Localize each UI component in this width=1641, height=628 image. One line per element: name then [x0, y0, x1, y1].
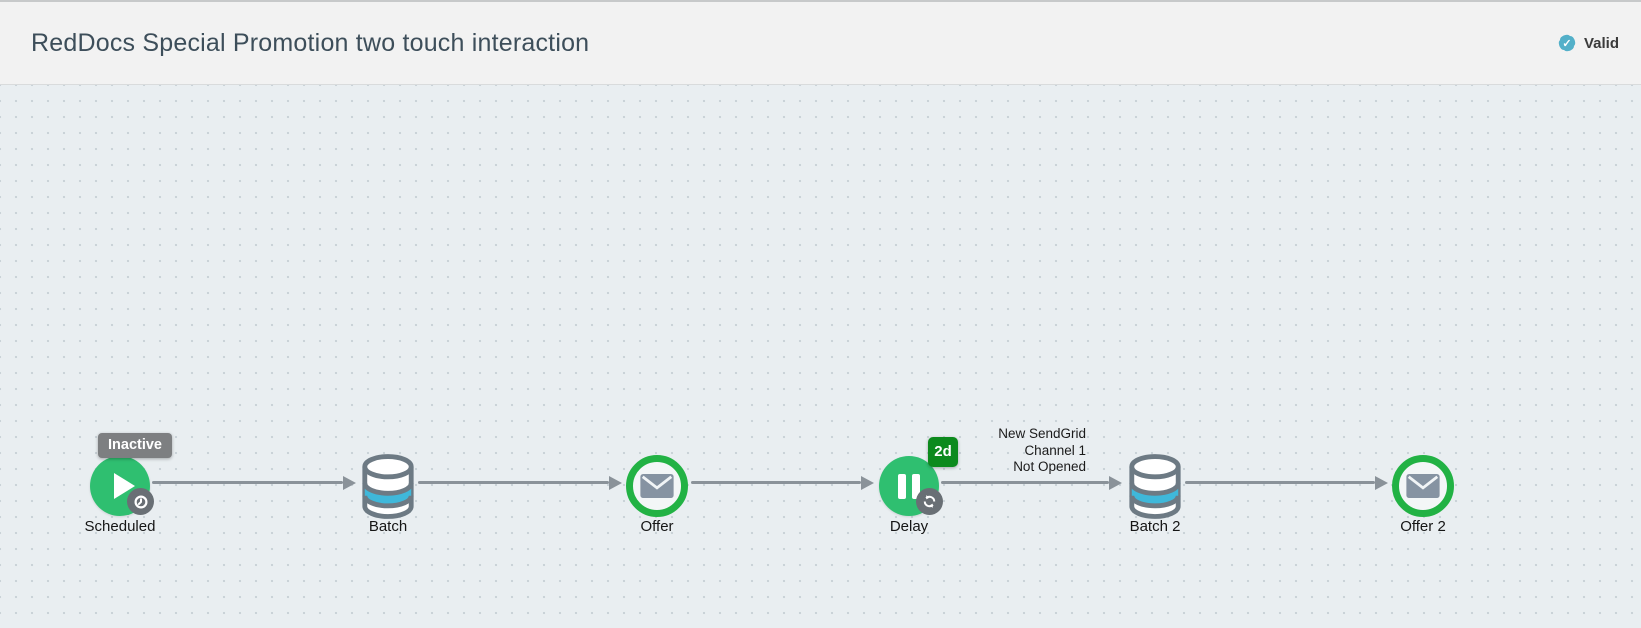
node-label: Offer [640, 518, 674, 535]
scenario-canvas[interactable]: New SendGrid Channel 1 Not Opened Inacti… [0, 85, 1641, 625]
condition-line: New SendGrid [998, 426, 1086, 441]
inactive-badge: Inactive [98, 433, 172, 458]
node-label: Delay [889, 518, 929, 535]
envelope-icon [640, 474, 674, 498]
connector-condition-label: New SendGrid Channel 1 Not Opened [946, 426, 1086, 476]
scenario-header: RedDocs Special Promotion two touch inte… [0, 0, 1641, 85]
clock-icon [127, 488, 154, 515]
connector-batch2-offer2 [1185, 481, 1375, 484]
pause-icon [898, 473, 920, 499]
connector-offer-delay [691, 481, 861, 484]
node-batch-2[interactable]: Batch 2 [1125, 454, 1185, 535]
node-offer[interactable]: Offer [626, 455, 688, 535]
node-label: Scheduled [84, 518, 156, 535]
node-label: Batch 2 [1129, 518, 1181, 535]
node-delay[interactable]: 2d Delay [879, 437, 958, 535]
node-batch[interactable]: Batch [358, 454, 418, 535]
node-scheduled[interactable]: Inactive Scheduled [85, 433, 172, 535]
connector-batch-offer [418, 481, 609, 484]
condition-line: Not Opened [1013, 459, 1086, 474]
verified-seal-icon: ✓ [1557, 33, 1577, 53]
envelope-icon [1406, 474, 1440, 498]
scenario-title: RedDocs Special Promotion two touch inte… [31, 28, 590, 57]
node-label: Batch [368, 518, 408, 535]
database-icon [1129, 454, 1181, 519]
connector-scheduled-batch [152, 481, 343, 484]
node-offer-2[interactable]: Offer 2 [1392, 455, 1454, 535]
email-ring[interactable] [626, 455, 688, 517]
node-label: Offer 2 [1400, 518, 1446, 535]
email-ring[interactable] [1392, 455, 1454, 517]
database-icon [362, 454, 414, 519]
duration-badge: 2d [928, 437, 958, 467]
validity-badge[interactable]: ✓ Valid [1557, 33, 1619, 53]
connector-delay-batch2 [941, 481, 1109, 484]
condition-line: Channel 1 [1024, 442, 1086, 458]
validity-label: Valid [1583, 34, 1619, 52]
refresh-icon [916, 488, 943, 515]
